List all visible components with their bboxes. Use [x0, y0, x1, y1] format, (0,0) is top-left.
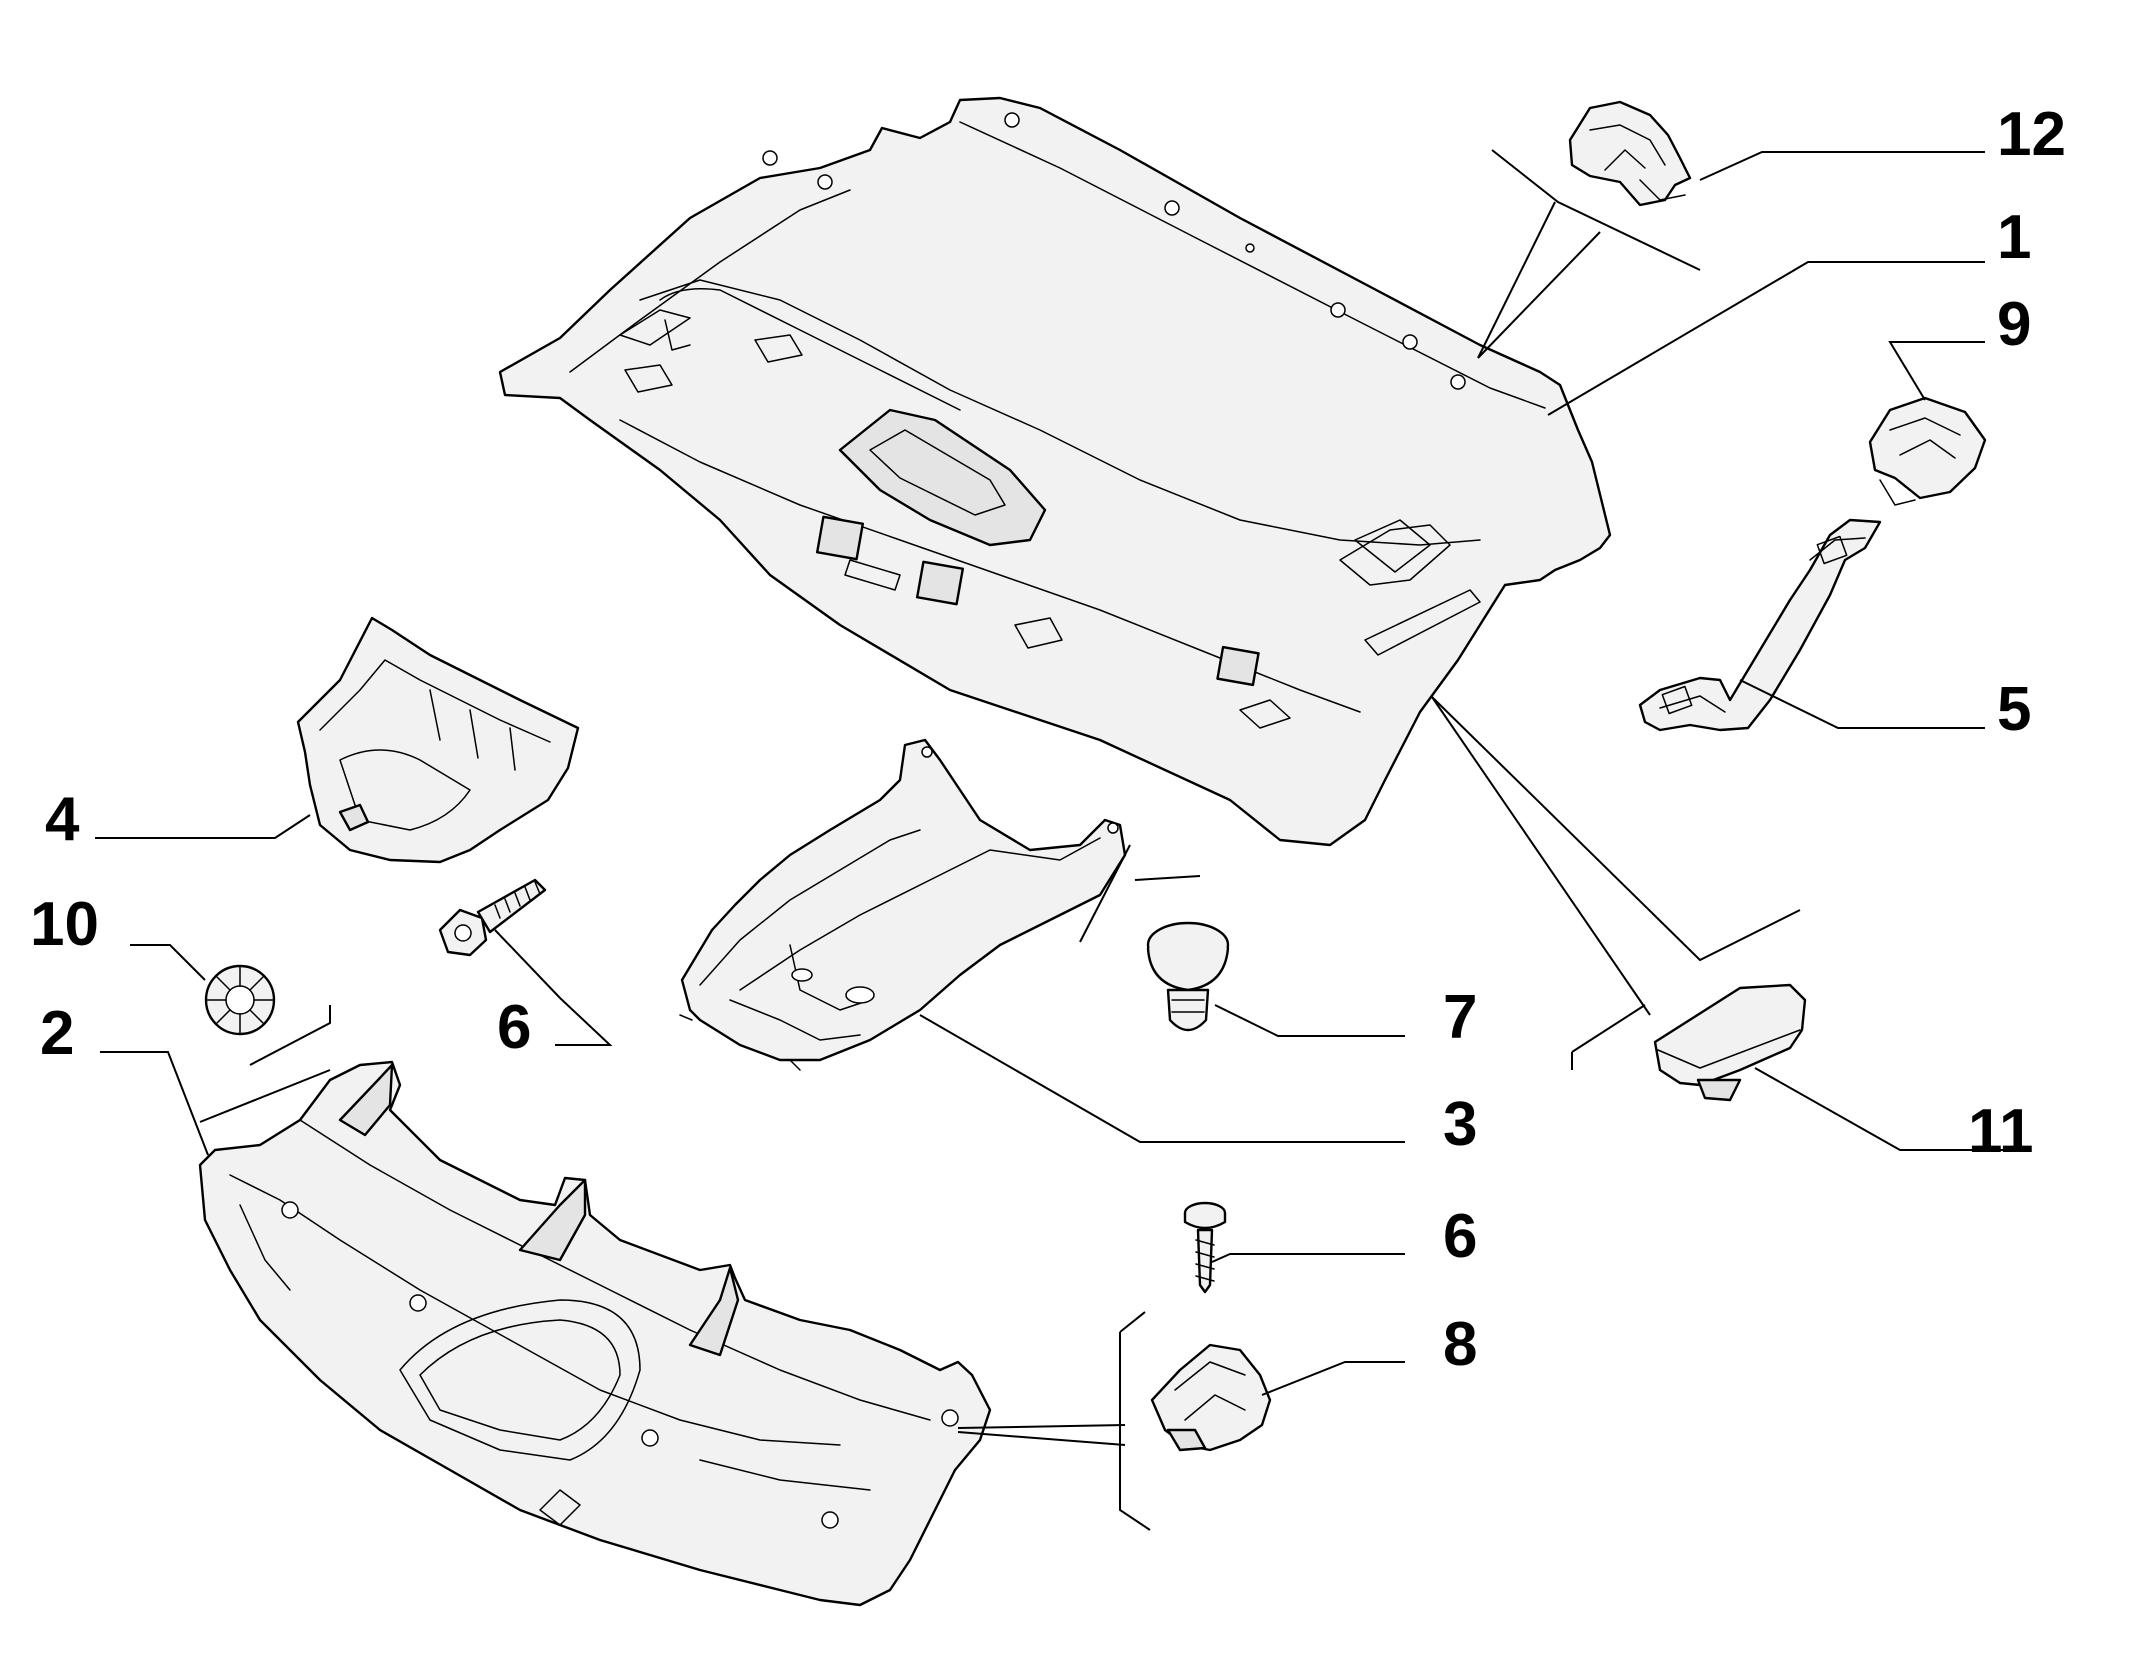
callout-3: 3	[1443, 1090, 1477, 1159]
callout-4: 4	[45, 785, 80, 854]
part-7-push-clip	[1146, 921, 1230, 1032]
callout-11: 11	[1968, 1097, 2034, 1166]
part-8-clip	[1150, 1343, 1272, 1452]
part-3-bracket	[679, 738, 1127, 1071]
callout-6-lower: 6	[1443, 1202, 1477, 1271]
leader-lines	[95, 149, 2005, 1531]
callout-8: 8	[1443, 1310, 1477, 1379]
part-9-clip	[1868, 396, 1987, 506]
part-1-headliner	[498, 96, 1612, 847]
callout-6-upper: 6	[497, 993, 531, 1062]
callout-10: 10	[30, 890, 99, 959]
part-5-grab-handle	[1638, 518, 1882, 732]
callout-12: 12	[1997, 100, 2066, 169]
part-6-screw-upper	[438, 878, 547, 957]
part-2-lower-panel	[198, 1060, 992, 1607]
callout-9: 9	[1997, 290, 2031, 359]
callout-5: 5	[1997, 675, 2031, 744]
callout-labels: 12 1 9 5 4 10 6 7 2 3 11 6 8	[30, 100, 2066, 1379]
callout-7: 7	[1443, 983, 1477, 1052]
part-11-cap	[1653, 983, 1807, 1102]
part-12-clip	[1568, 100, 1692, 207]
callout-2: 2	[40, 999, 74, 1068]
part-6-screw-lower	[1183, 1201, 1227, 1294]
part-10-nut	[204, 964, 276, 1036]
callout-1: 1	[1997, 203, 2031, 272]
part-4-trim-cover	[296, 616, 580, 864]
